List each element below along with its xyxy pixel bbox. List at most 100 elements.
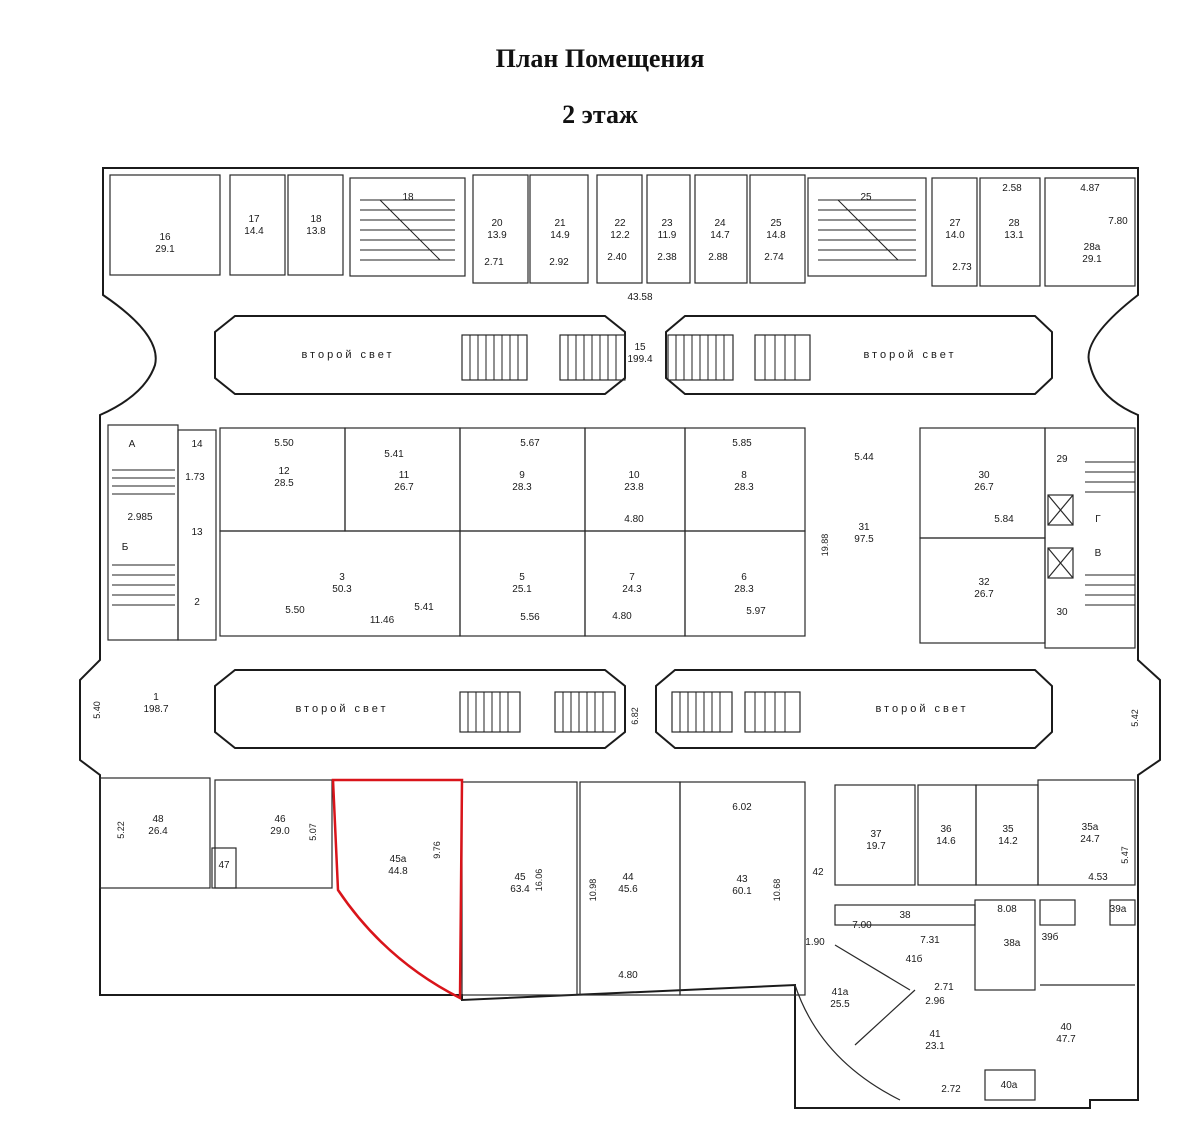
plan-label: 3 — [339, 572, 345, 583]
plan-label: 14.9 — [550, 230, 570, 241]
plan-label: 14.4 — [244, 226, 264, 237]
plan-label: 50.3 — [332, 584, 352, 595]
plan-label: 35 — [1002, 824, 1014, 835]
plan-label: 12.2 — [610, 230, 630, 241]
plan-label: 39б — [1042, 931, 1059, 943]
plan-label: 39а — [1110, 904, 1127, 915]
plan-label: 21 — [554, 218, 566, 229]
plan-label: 10.98 — [588, 879, 598, 902]
plan-label: 41 — [929, 1029, 941, 1040]
void-north-left — [214, 315, 626, 395]
north-rooms — [109, 174, 1136, 287]
plan-label: 1.73 — [185, 472, 205, 483]
plan-label: 2.88 — [708, 252, 728, 263]
stair-hatch-north — [360, 199, 916, 261]
plan-label: 29.0 — [270, 826, 290, 837]
plan-label: 45 — [514, 872, 526, 883]
plan-label: 17 — [248, 214, 260, 225]
plan-label: 4.80 — [624, 514, 644, 525]
plan-label: 14.6 — [936, 836, 956, 847]
plan-label: 44.8 — [388, 866, 408, 877]
plan-label: 14 — [191, 439, 203, 450]
plan-label: 30 — [978, 470, 990, 481]
plan-label: 198.7 — [143, 704, 168, 715]
highlighted-room-45a[interactable] — [331, 778, 464, 1001]
south-rooms — [99, 777, 1136, 1101]
plan-label: 2.71 — [484, 257, 504, 268]
plan-label: 2 — [194, 597, 200, 608]
plan-label: 45а — [390, 854, 407, 865]
plan-label: 47.7 — [1056, 1034, 1076, 1045]
plan-label: 25.5 — [830, 999, 850, 1010]
plan-label: 7.80 — [1108, 216, 1128, 227]
plan-label: 22 — [614, 218, 626, 229]
plan-label: 5.97 — [746, 606, 766, 617]
plan-label: 41а — [832, 987, 849, 998]
plan-label: 2.72 — [941, 1084, 961, 1095]
plan-label: 19.88 — [820, 534, 830, 557]
plan-label: 11 — [399, 470, 410, 481]
plan-label: 26.4 — [148, 826, 168, 837]
plan-label: 9.76 — [432, 841, 442, 859]
plan-label: 5.50 — [274, 438, 294, 449]
plan-label: 24.3 — [622, 584, 642, 595]
plan-label: 13.9 — [487, 230, 507, 241]
plan-label: 5.84 — [994, 514, 1014, 525]
plan-label: 8 — [741, 470, 747, 481]
plan-label: 38а — [1004, 938, 1021, 949]
stairs-south-center — [459, 691, 801, 733]
plan-label: 30 — [1056, 607, 1068, 618]
plan-label: 40а — [1001, 1080, 1018, 1091]
void-north-right — [665, 315, 1053, 395]
plan-label: 12 — [278, 466, 290, 477]
plan-label: 2.71 — [934, 982, 954, 993]
plan-label: 1.90 — [805, 937, 825, 948]
plan-label: 1 — [153, 692, 159, 703]
void-south-left — [214, 669, 626, 749]
plan-label: 28.3 — [734, 584, 754, 595]
plan-label: 14.8 — [766, 230, 786, 241]
floor-label: 2 этаж — [562, 100, 638, 129]
plan-label: 4.80 — [612, 611, 632, 622]
plan-label: 5.22 — [116, 821, 126, 839]
plan-label: 2.58 — [1002, 183, 1022, 194]
plan-label: 28а — [1084, 242, 1101, 253]
plan-label: 18 — [310, 214, 322, 225]
plan-label: Б — [122, 542, 129, 553]
plan-label: 5.67 — [520, 438, 540, 449]
plan-label: 29.1 — [155, 244, 175, 255]
plan-label: 14.2 — [998, 836, 1018, 847]
plan-label: 44 — [622, 872, 634, 883]
plan-label: 2.74 — [764, 252, 784, 263]
plan-label: 26.7 — [974, 482, 994, 493]
plan-label: 16 — [159, 232, 171, 243]
plan-label: В — [1095, 548, 1102, 559]
plan-label: 43 — [736, 874, 748, 885]
plan-label: 37 — [870, 829, 882, 840]
plan-label: 38 — [899, 910, 911, 921]
plan-label: 5 — [519, 572, 525, 583]
plan-label: 29.1 — [1082, 254, 1102, 265]
plan-label: 9 — [519, 470, 525, 481]
plan-label: 5.41 — [414, 602, 434, 613]
plan-label: 7 — [629, 572, 635, 583]
plan-label: 10 — [628, 470, 640, 481]
plan-label: 41б — [906, 953, 923, 965]
plan-label: 24 — [714, 218, 726, 229]
plan-label: 4.87 — [1080, 183, 1100, 194]
plan-label: 199.4 — [627, 354, 652, 365]
plan-label: 5.50 — [285, 605, 305, 616]
plan-label: 4.53 — [1088, 872, 1108, 883]
plan-label: 47 — [218, 860, 230, 871]
plan-label: 27 — [949, 218, 961, 229]
plan-label: 28.3 — [734, 482, 754, 493]
plan-label: 6 — [741, 572, 747, 583]
plan-label: 31 — [858, 522, 870, 533]
building-outline — [79, 167, 1161, 1109]
plan-label: Г — [1095, 514, 1101, 525]
plan-label: 24.7 — [1080, 834, 1100, 845]
plan-label: 25 — [770, 218, 782, 229]
plan-label: 26.7 — [974, 589, 994, 600]
